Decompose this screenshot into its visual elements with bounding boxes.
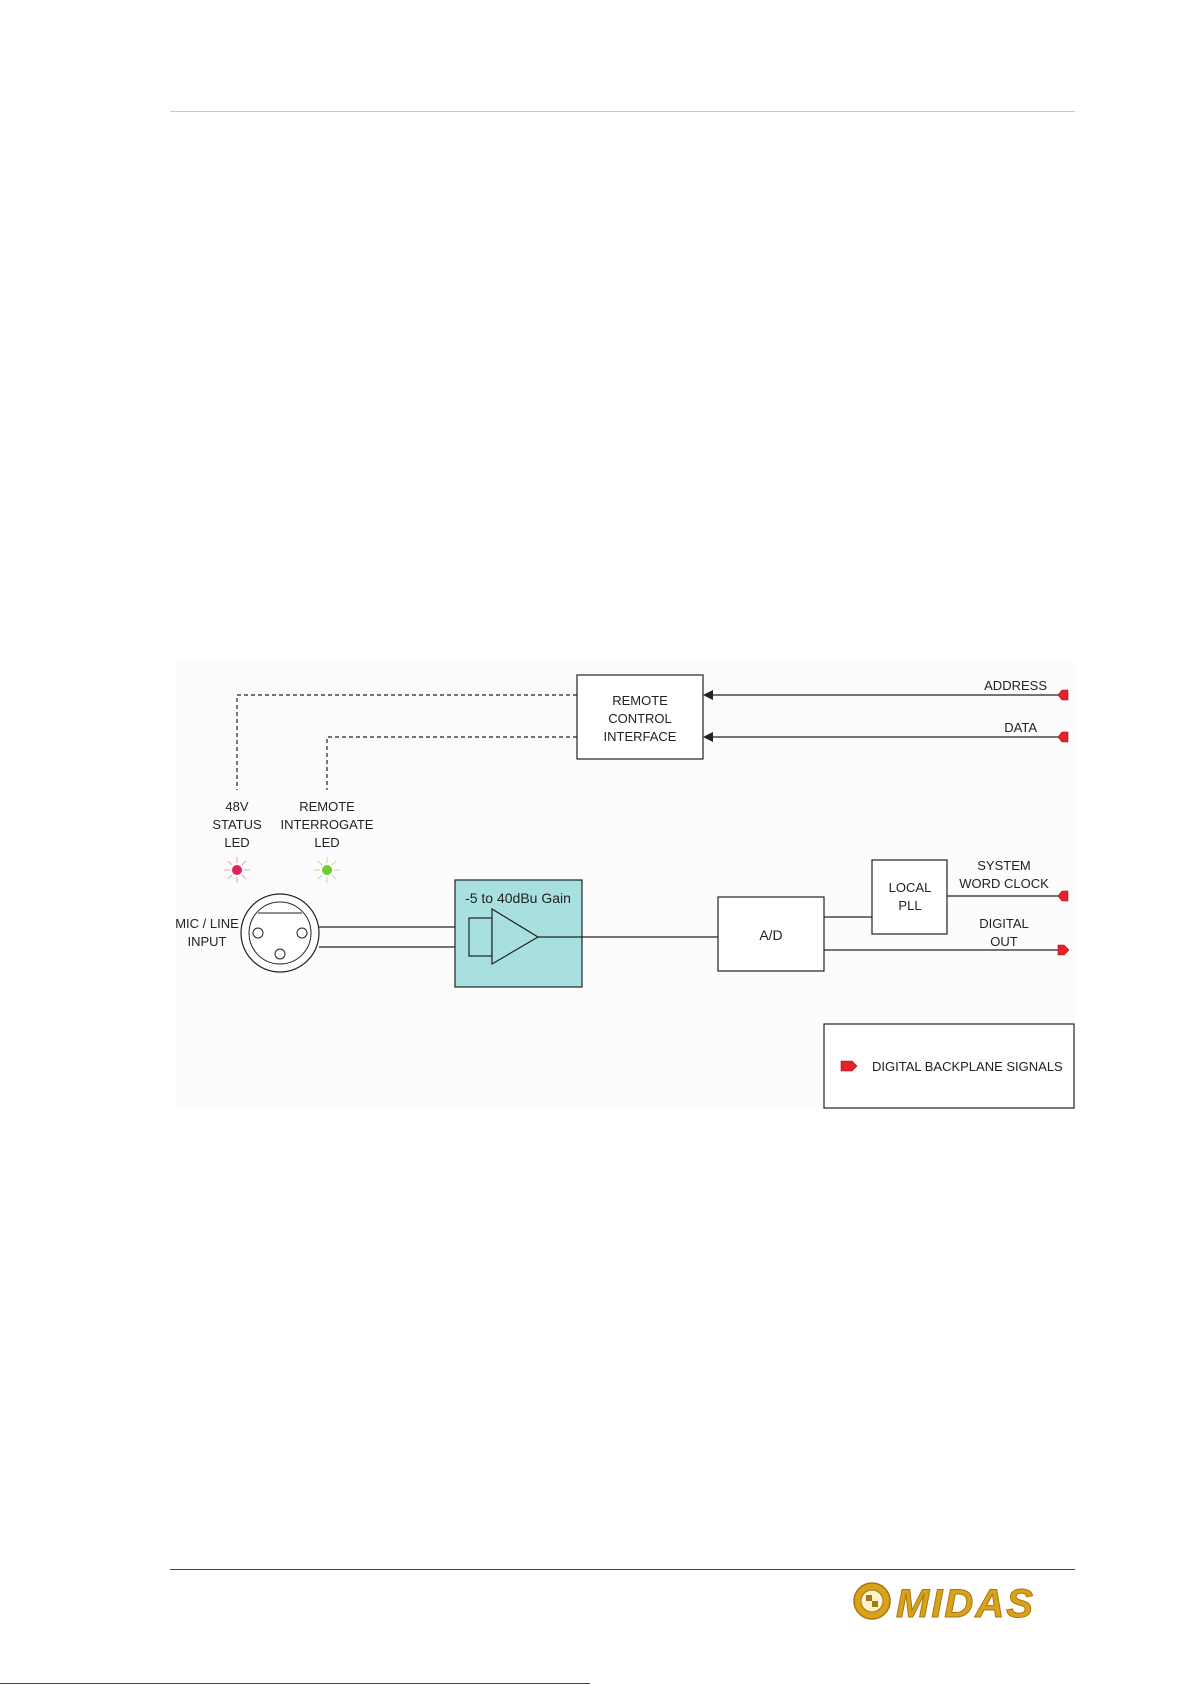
ad-label: A/D: [759, 927, 782, 943]
midas-emblem-icon: [854, 1583, 890, 1619]
svg-text:INPUT: INPUT: [188, 934, 227, 949]
svg-text:REMOTE: REMOTE: [299, 799, 355, 814]
xlr-connector-icon: [241, 894, 319, 972]
remote-control-interface-block: REMOTE CONTROL INTERFACE: [577, 675, 703, 759]
svg-text:MIC / LINE: MIC / LINE: [175, 916, 239, 931]
footer-rule: [170, 1569, 1075, 1570]
svg-text:OUT: OUT: [990, 934, 1018, 949]
rci-line-1: REMOTE: [612, 693, 668, 708]
svg-text:LOCAL: LOCAL: [889, 880, 932, 895]
rci-line-2: CONTROL: [608, 711, 672, 726]
rci-line-3: INTERFACE: [604, 729, 677, 744]
svg-text:SYSTEM: SYSTEM: [977, 858, 1030, 873]
svg-text:LED: LED: [224, 835, 249, 850]
legend-label: DIGITAL BACKPLANE SIGNALS: [872, 1059, 1063, 1074]
svg-text:PLL: PLL: [898, 898, 921, 913]
midas-wordmark: MIDAS: [896, 1582, 1035, 1624]
gain-stage-block: -5 to 40dBu Gain: [455, 880, 582, 987]
local-pll-block: LOCAL PLL: [872, 860, 947, 934]
address-label: ADDRESS: [984, 678, 1047, 693]
gain-label: -5 to 40dBu Gain: [465, 890, 571, 906]
svg-text:STATUS: STATUS: [212, 817, 262, 832]
midas-logo: MIDAS: [850, 1578, 1080, 1624]
svg-text:WORD CLOCK: WORD CLOCK: [959, 876, 1049, 891]
svg-text:INTERROGATE: INTERROGATE: [281, 817, 374, 832]
svg-text:LED: LED: [314, 835, 339, 850]
footer-bottom-rule: [0, 1683, 590, 1684]
ad-converter-block: A/D: [718, 897, 824, 971]
legend-box: DIGITAL BACKPLANE SIGNALS: [824, 1024, 1074, 1108]
svg-text:48V: 48V: [225, 799, 248, 814]
svg-text:DIGITAL: DIGITAL: [979, 916, 1029, 931]
data-label: DATA: [1004, 720, 1037, 735]
